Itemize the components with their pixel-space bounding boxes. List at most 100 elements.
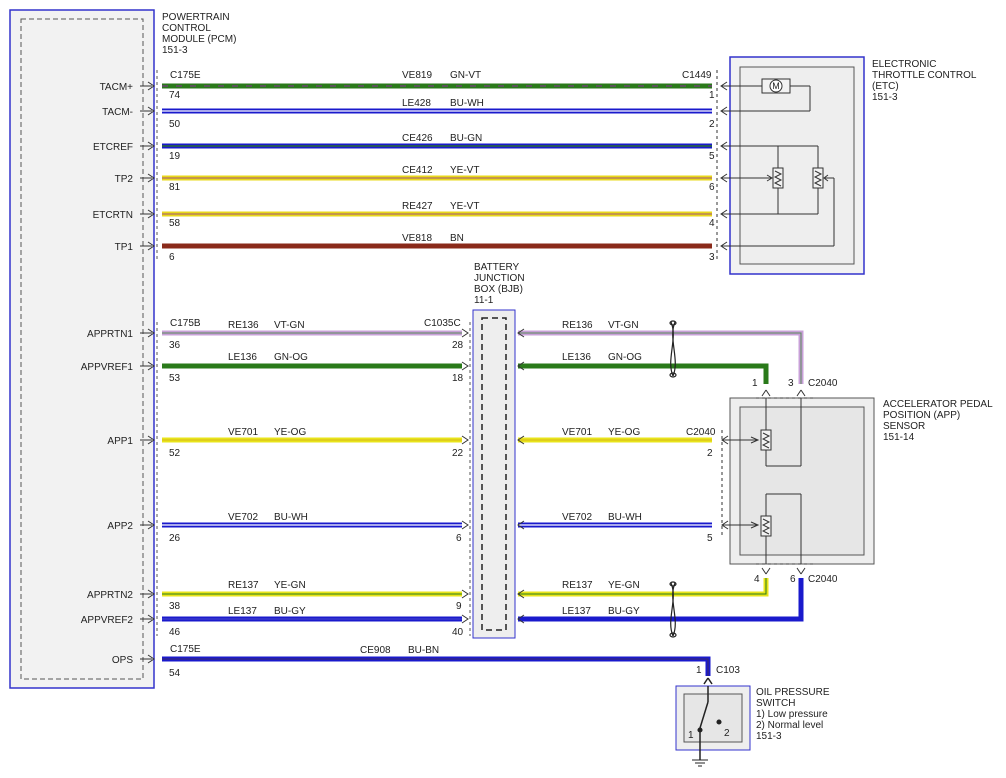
circuit-id: LE428	[402, 98, 431, 109]
wire-color: BU-GY	[274, 606, 306, 617]
circuit-id: RE137	[228, 580, 259, 591]
app-module	[721, 389, 875, 575]
bjb-left-arrows	[461, 328, 469, 624]
pin-label: TACM-	[102, 107, 133, 118]
app-title-line-4: 151-14	[883, 432, 915, 443]
pcm-pin-arrows	[140, 81, 155, 664]
etc-title-line-3: (ETC)	[872, 81, 899, 92]
app-pin-number: 5	[707, 533, 713, 544]
wire-color: YE-OG	[608, 427, 640, 438]
bjb-pin-number: 40	[452, 627, 464, 638]
circuit-id: CE426	[402, 133, 433, 144]
ops-module: 1 2	[675, 677, 751, 767]
pcm-title: POWERTRAIN CONTROL MODULE (PCM) 151-3	[162, 12, 236, 56]
pcm-title-line-2: CONTROL	[162, 23, 211, 34]
circuit-id: CE908	[360, 645, 391, 656]
sensor-icon	[750, 515, 772, 537]
bjb-pin-number: 28	[452, 340, 464, 351]
pin-label: ETCRTN	[93, 210, 133, 221]
bjb-pin-number: 6	[456, 533, 462, 544]
pin-number: 38	[169, 601, 181, 612]
bjb-pin-number: 22	[452, 448, 464, 459]
etc-title-line-2: THROTTLE CONTROL	[872, 70, 977, 81]
pcm-connector-label: C175B	[170, 318, 201, 329]
pcm-connector-label: C175E	[170, 644, 201, 655]
app-wires-right	[518, 330, 804, 622]
ops-title: OIL PRESSURE SWITCH 1) Low pressure 2) N…	[756, 687, 830, 742]
etc-connector-label: C1449	[682, 70, 712, 81]
wire-stripe	[162, 658, 709, 676]
wire-LE137	[518, 578, 804, 622]
wire-color: YE-GN	[608, 580, 640, 591]
wire-color: BU-WH	[274, 512, 308, 523]
ops-wire	[162, 656, 711, 676]
bjb-module	[469, 309, 516, 639]
app-wires-left	[162, 330, 462, 622]
pcm-pin-labels: TACM+ TACM- ETCREF TP2 ETCRTN TP1 APPRTN…	[81, 82, 181, 679]
wire-color: BU-WH	[450, 98, 484, 109]
bjb-title-line-1: BATTERY	[474, 262, 520, 273]
wire-color: BN	[450, 233, 464, 244]
ops-pin-1: 1	[688, 730, 694, 741]
circuit-id: RE136	[228, 320, 259, 331]
etc-wires	[162, 83, 712, 249]
ops-connector-label: C103	[716, 665, 740, 676]
app-pin-number: 3	[788, 378, 794, 389]
twisted-pair-icon	[669, 581, 677, 638]
pin-label: TACM+	[100, 82, 134, 93]
app-title: ACCELERATOR PEDAL POSITION (APP) SENSOR …	[883, 399, 993, 443]
etc-circuit-labels: VE819 GN-VT LE428 BU-WH CE426 BU-GN CE41…	[402, 70, 715, 263]
pin-number: 53	[169, 373, 181, 384]
bjb-title: BATTERY JUNCTION BOX (BJB) 11-1	[474, 262, 525, 306]
ground-icon	[692, 759, 708, 767]
wire-color: YE-GN	[274, 580, 306, 591]
pin-number: 74	[169, 90, 181, 101]
pin-label: APPVREF1	[81, 362, 134, 373]
wire-stripe	[518, 578, 767, 595]
pcm-title-line-4: 151-3	[162, 45, 188, 56]
circuit-id: RE137	[562, 580, 593, 591]
pin-label: APPRTN2	[87, 590, 133, 601]
pcm-module	[9, 9, 158, 689]
pin-number: 81	[169, 182, 181, 193]
etc-pin-number: 5	[709, 151, 715, 162]
pin-number: 36	[169, 340, 181, 351]
pin-label: APP1	[107, 436, 133, 447]
etc-title: ELECTRONIC THROTTLE CONTROL (ETC) 151-3	[872, 59, 977, 103]
wire-color: BU-BN	[408, 645, 439, 656]
wire-color: GN-VT	[450, 70, 481, 81]
wire-color: YE-VT	[450, 165, 479, 176]
motor-icon: M	[761, 78, 791, 94]
pin-label: APPVREF2	[81, 615, 134, 626]
wire-RE137	[518, 578, 769, 597]
circuit-id: LE136	[228, 352, 257, 363]
etc-module: M	[722, 56, 865, 275]
wire-color: BU-GN	[450, 133, 482, 144]
bjb-connector-label: C1035C	[424, 318, 461, 329]
pin-label: TP2	[115, 174, 134, 185]
pin-number: 54	[169, 668, 181, 679]
wire-color: VT-GN	[274, 320, 305, 331]
circuit-id: CE412	[402, 165, 433, 176]
ops-title-line-5: 151-3	[756, 731, 782, 742]
etc-pin-number: 4	[709, 218, 715, 229]
circuit-id: VE819	[402, 70, 432, 81]
pin-label: APP2	[107, 521, 133, 532]
pin-number: 26	[169, 533, 181, 544]
pin-label: ETCREF	[93, 142, 133, 153]
circuit-id: LE137	[562, 606, 591, 617]
app-connector-label: C2040	[808, 378, 838, 389]
circuit-id: LE137	[228, 606, 257, 617]
ops-pin-number: 1	[696, 665, 702, 676]
potentiometer-icon	[763, 167, 784, 189]
app-title-line-3: SENSOR	[883, 421, 925, 432]
circuit-id: VE701	[562, 427, 592, 438]
app-pin-number: 4	[754, 574, 760, 585]
circuit-id: RE136	[562, 320, 593, 331]
pin-number: 6	[169, 252, 175, 263]
twisted-pair-icon	[669, 320, 677, 378]
ops-title-line-2: SWITCH	[756, 698, 795, 709]
etc-title-line-1: ELECTRONIC	[872, 59, 936, 70]
wire-RE136	[518, 330, 804, 384]
